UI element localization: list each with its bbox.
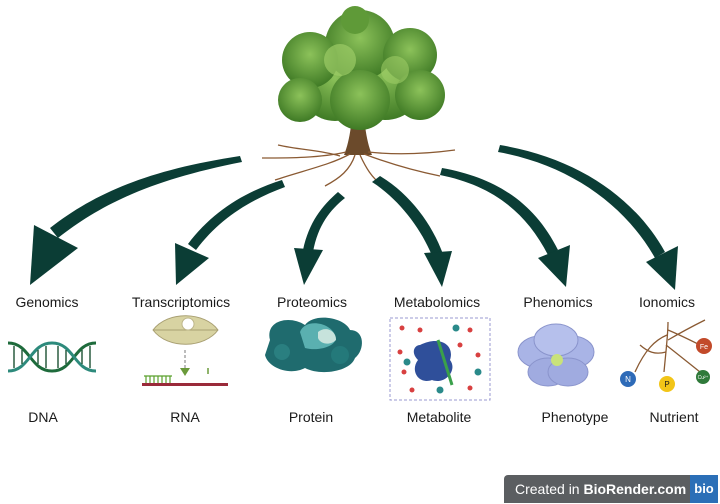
arrow-proteomics xyxy=(294,192,345,285)
label-rna: RNA xyxy=(170,409,200,425)
protein-icon xyxy=(265,317,362,373)
arrow-genomics xyxy=(30,156,242,285)
fe-ion xyxy=(696,338,712,354)
arrow-transcriptomics xyxy=(175,180,285,285)
label-nutrient: Nutrient xyxy=(649,409,699,425)
tree-illustration xyxy=(261,6,456,187)
tree-canopy xyxy=(278,6,445,130)
label-ionomics: Ionomics xyxy=(638,294,696,310)
p-ion-label: P xyxy=(664,380,669,389)
arrow-phenomics xyxy=(440,168,570,287)
biorender-logo-icon: bio xyxy=(690,475,718,503)
arrow-metabolomics xyxy=(372,176,452,287)
label-protein: Protein xyxy=(288,409,334,425)
label-dna: DNA xyxy=(28,409,58,425)
label-phenomics: Phenomics xyxy=(523,294,593,310)
biorender-badge[interactable]: Created in BioRender.com bio xyxy=(504,475,718,503)
cu-ion-label: Cu²⁺ xyxy=(698,375,709,381)
p-ion xyxy=(659,376,675,392)
fe-ion-label: Fe xyxy=(700,344,708,351)
roots-nutrient-icon: N P Fe Cu²⁺ xyxy=(620,319,712,392)
flower-icon xyxy=(517,323,595,387)
label-metabolite: Metabolite xyxy=(406,409,472,425)
label-genomics: Genomics xyxy=(15,294,79,310)
metabolite-icon xyxy=(389,317,491,401)
label-metabolomics: Metabolomics xyxy=(393,294,481,310)
label-phenotype: Phenotype xyxy=(541,409,609,425)
arrows xyxy=(30,145,678,290)
badge-text: Created in BioRender.com xyxy=(515,475,686,503)
label-proteomics: Proteomics xyxy=(276,294,348,310)
badge-prefix: Created in xyxy=(515,481,584,497)
n-ion xyxy=(620,371,636,387)
cu-ion xyxy=(696,370,710,384)
arrow-ionomics xyxy=(498,145,678,290)
n-ion-label: N xyxy=(625,375,631,384)
badge-brand: BioRender.com xyxy=(583,481,687,497)
dna-icon xyxy=(7,341,97,373)
rna-leaf-icon xyxy=(142,315,228,386)
label-transcriptomics: Transcriptomics xyxy=(131,294,231,310)
